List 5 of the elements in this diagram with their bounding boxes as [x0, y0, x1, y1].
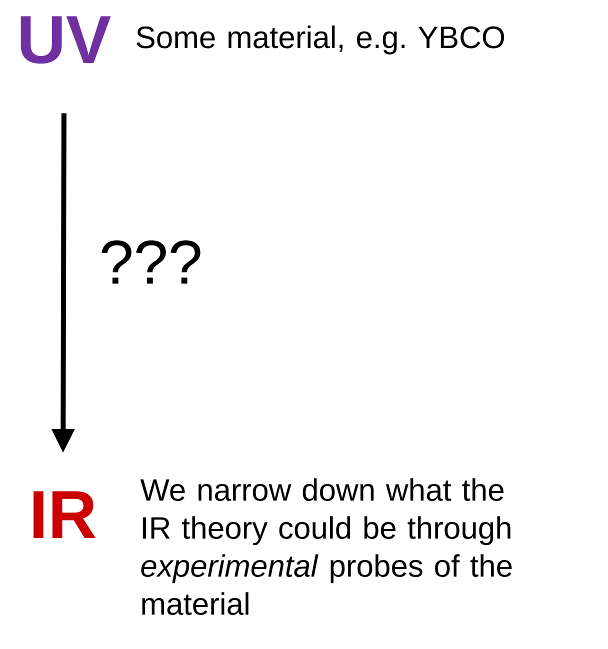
description-text: We narrow down what the IR theory could be through experimental probes of the material	[140, 478, 512, 615]
description-text: Some material, e.g. YBCO	[136, 26, 504, 54]
edge-label: ???	[102, 240, 200, 284]
node-label: UV	[20, 16, 111, 64]
node-label: IR	[34, 491, 96, 538]
